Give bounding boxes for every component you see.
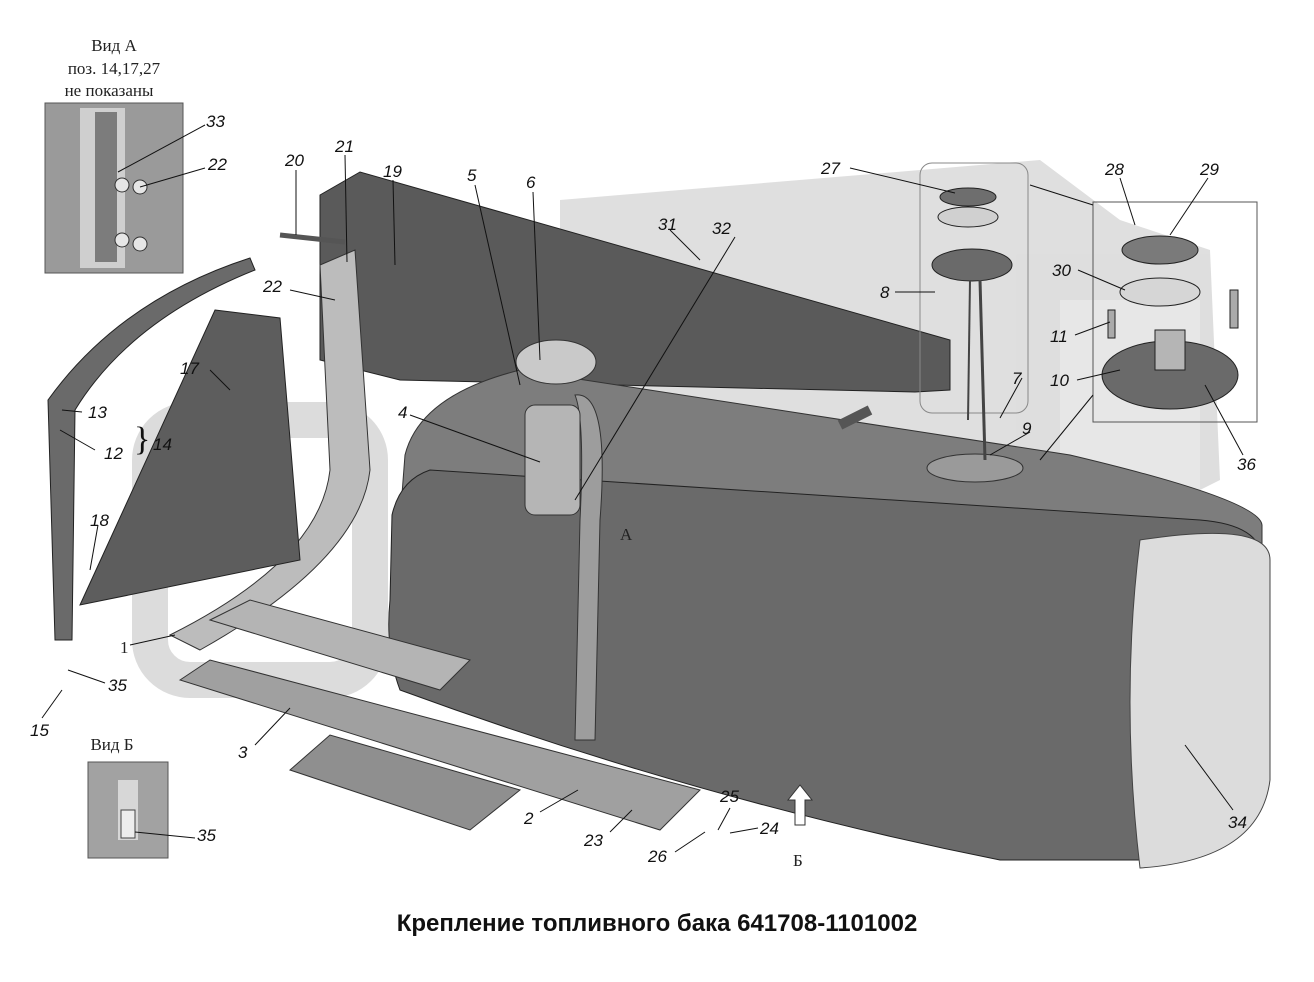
- callout-25: 25: [719, 787, 739, 806]
- view-b-title: Вид Б: [90, 735, 133, 754]
- view-a-arrow-letter: А: [620, 525, 633, 544]
- exploded-flange: [1092, 201, 1258, 423]
- callout-21: 21: [334, 137, 354, 156]
- view-a-title: Вид А: [91, 36, 137, 55]
- callout-17: 17: [180, 359, 199, 378]
- fuel-tank: [319, 171, 1271, 869]
- view-b-arrow-letter: Б: [793, 851, 803, 870]
- callout-14: 14: [153, 435, 172, 454]
- callout-22: 22: [262, 277, 282, 296]
- callout-22-inset: 22: [207, 155, 227, 174]
- brace-12-13: }: [134, 421, 150, 458]
- callout-1: 1: [120, 638, 129, 657]
- leader-lines: [41, 124, 1244, 853]
- callout-8: 8: [880, 283, 890, 302]
- callout-7: 7: [1012, 369, 1022, 388]
- callout-24: 24: [759, 819, 779, 838]
- left-frame-bracket: [47, 249, 371, 651]
- callout-2: 2: [523, 809, 534, 828]
- callout-5: 5: [467, 166, 477, 185]
- mudguard-panel: [79, 309, 301, 606]
- callout-4: 4: [398, 403, 407, 422]
- lower-cradle: [178, 599, 701, 831]
- long-bolt: [279, 232, 346, 245]
- callout-11: 11: [1050, 327, 1068, 346]
- callout-15: 15: [30, 721, 49, 740]
- callout-30: 29: [1199, 160, 1219, 179]
- sender-opening: [926, 453, 1024, 483]
- callout-10: 10: [1050, 371, 1069, 390]
- cradle-crossbar: [208, 599, 471, 691]
- callout-20: 20: [284, 151, 304, 170]
- callout-3: 3: [238, 743, 248, 762]
- callout-9: 9: [1022, 419, 1032, 438]
- callout-29: 28: [1104, 160, 1124, 179]
- edge-seal: [47, 257, 256, 641]
- callout-36: 36: [1237, 455, 1256, 474]
- callout-6: 6: [526, 173, 536, 192]
- callout-18: 18: [90, 511, 109, 530]
- pump-cap: [515, 339, 597, 385]
- callout-19: 19: [383, 162, 402, 181]
- callout-27: 34: [1228, 813, 1247, 832]
- callout-33: 32: [712, 219, 731, 238]
- fuel-pipe: [837, 405, 873, 430]
- frame-bracket: [168, 249, 371, 651]
- page-title: Крепление топливного бака 641708-1101002: [396, 910, 918, 937]
- cradle-plate: [289, 734, 522, 831]
- fuel-pump: [524, 404, 581, 516]
- callout-13: 13: [88, 403, 107, 422]
- callout-26: 26: [647, 847, 667, 866]
- callout-32: 31: [658, 215, 677, 234]
- view-a-note-positions: поз. 14,17,27: [68, 59, 161, 78]
- cradle-rail: [178, 659, 701, 831]
- sender-group-frame: [919, 162, 1029, 414]
- view-a-note-not-shown: не показаны: [65, 81, 154, 100]
- tank-body: [388, 469, 1263, 861]
- callout-35-inset: 35: [197, 826, 216, 845]
- tank-end-cap: [1129, 532, 1271, 869]
- callout-31: 30: [1052, 261, 1071, 280]
- flange-group-frame: [1092, 201, 1258, 423]
- callout-35: 35: [108, 676, 127, 695]
- callout-34: 33: [206, 112, 225, 131]
- view-a-inset: Вид А поз. 14,17,27 не показаны: [44, 36, 184, 274]
- callout-12: 12: [104, 444, 123, 463]
- arrow-b: [786, 784, 814, 826]
- view-b-inset: Вид Б: [87, 735, 169, 859]
- callout-23: 23: [583, 831, 603, 850]
- callout-labels: 33 22 20 21 19 22 5 6 31 32 4 27 8 7 9 2…: [30, 112, 1256, 870]
- callout-28: 27: [820, 159, 840, 178]
